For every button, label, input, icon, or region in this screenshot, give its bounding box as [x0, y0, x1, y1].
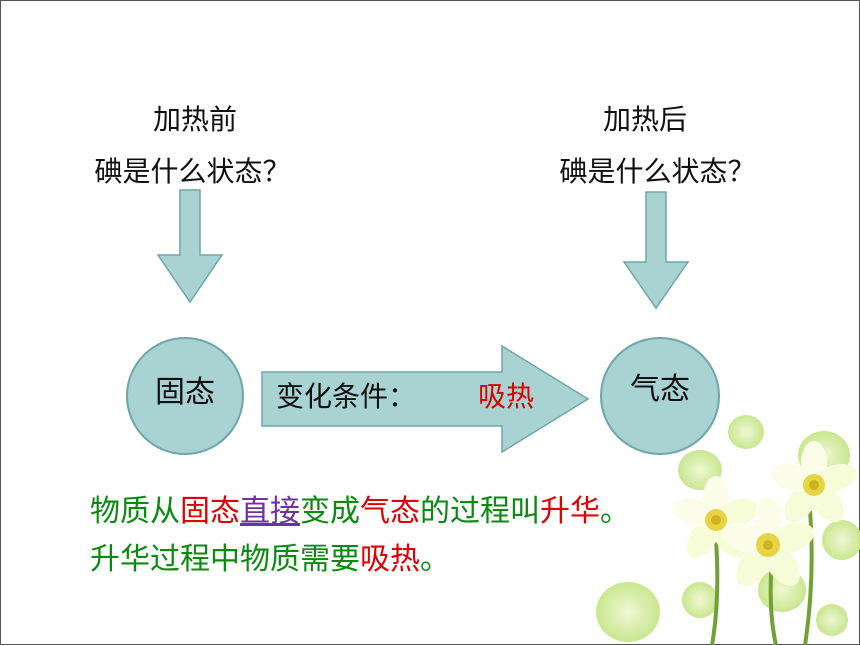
gas-state-circle: 气态: [600, 337, 720, 455]
flower-decoration: [596, 415, 860, 645]
s1-period: 。: [600, 494, 630, 529]
down-arrow-right: [622, 191, 690, 310]
arrow-condition-label: 变化条件：: [276, 380, 417, 413]
s1-solid: 固态: [180, 494, 240, 529]
down-arrow-left: [156, 189, 224, 304]
s1-part-1: 物质从: [90, 494, 180, 529]
arrow-condition-value: 吸热: [478, 380, 535, 413]
left-caption-1: 加热前: [152, 103, 237, 136]
right-caption-1: 加热后: [602, 103, 687, 136]
s1-part-6: 的过程叫: [420, 494, 540, 529]
right-arrow: [261, 344, 590, 454]
solid-state-label: 固态: [155, 375, 215, 410]
right-caption-2: 碘是什么状态？: [559, 155, 756, 188]
s1-sublimation: 升华: [540, 494, 600, 529]
s2-part-1: 升华过程中物质需要: [90, 542, 360, 577]
s2-period: 。: [420, 542, 450, 577]
s2-absorb-heat: 吸热: [360, 542, 420, 577]
s1-part-4: 变成: [300, 494, 360, 529]
sublimation-heat-statement: 升华过程中物质需要吸热。: [90, 540, 450, 580]
solid-state-circle: 固态: [126, 337, 244, 455]
s1-directly: 直接: [240, 494, 300, 529]
gas-state-label: 气态: [630, 372, 690, 407]
s1-gas: 气态: [360, 494, 420, 529]
left-caption-2: 碘是什么状态？: [94, 155, 291, 188]
sublimation-definition: 物质从固态直接变成气态的过程叫升华。: [90, 492, 630, 532]
